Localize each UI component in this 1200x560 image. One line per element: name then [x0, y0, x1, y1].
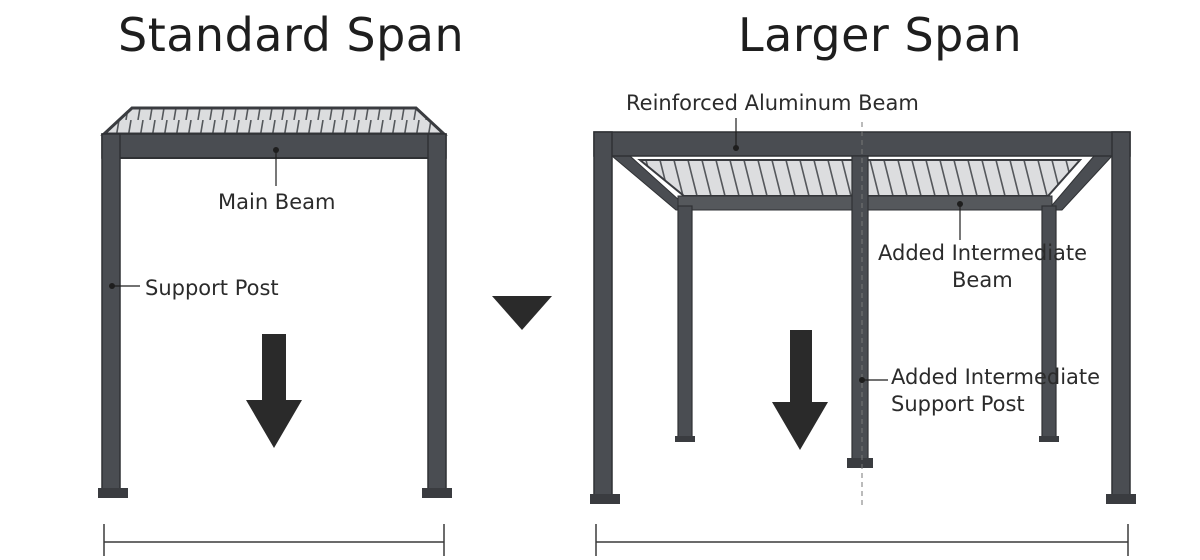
- larger-rear-post-left: [677, 205, 693, 441]
- standard-support-post-right: [427, 133, 447, 491]
- arrow-down-icon: [246, 334, 302, 448]
- standard-span-title: Standard Span: [118, 8, 465, 62]
- larger-span-pergola: [590, 118, 1136, 556]
- intermediate-post-label-line1: Added Intermediate: [891, 365, 1101, 389]
- larger-span-title: Larger Span: [738, 8, 1023, 62]
- larger-front-post-right: [1111, 131, 1131, 497]
- intermediate-post-label-line2: Support Post: [891, 392, 1025, 416]
- intermediate-beam-label-line2: Beam: [952, 268, 1013, 292]
- arrow-down-icon: [772, 330, 828, 450]
- added-intermediate-support-post: [851, 155, 869, 461]
- standard-support-post-left: [101, 133, 121, 491]
- triangle-down-icon: [492, 296, 552, 330]
- standard-main-beam: [101, 133, 447, 159]
- standard-span-pergola: [98, 106, 452, 556]
- larger-front-post-left: [593, 131, 613, 497]
- standard-roof-louvers: [100, 106, 448, 136]
- standard-post-foot-right: [422, 488, 452, 498]
- reinforced-beam-label: Reinforced Aluminum Beam: [626, 91, 919, 115]
- intermediate-beam-label-line1: Added Intermediate: [878, 241, 1088, 265]
- main-beam-label: Main Beam: [218, 190, 336, 214]
- support-post-label: Support Post: [145, 276, 279, 300]
- standard-post-foot-left: [98, 488, 128, 498]
